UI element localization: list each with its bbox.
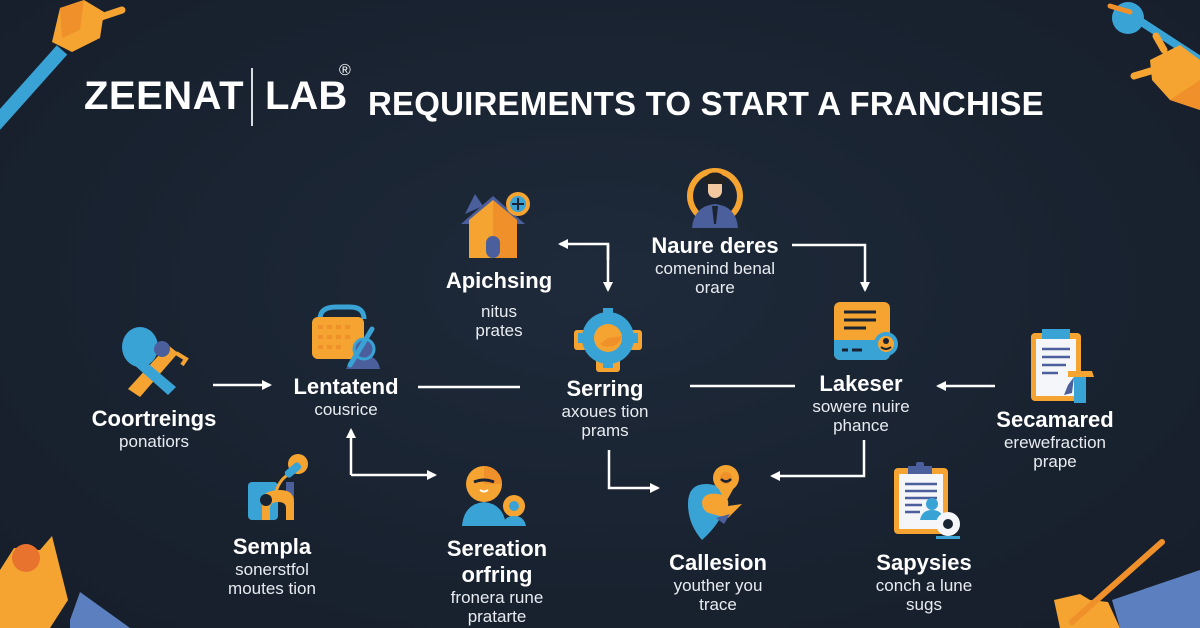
page-title: REQUIREMENTS TO START A FRANCHISE: [368, 85, 1044, 122]
node-secamared: Secamared erewefraction prape: [996, 407, 1113, 471]
clipboard-pen-icon: [1031, 329, 1094, 403]
registered-mark: ®: [339, 62, 351, 79]
node-subtitle-line: trace: [699, 595, 737, 614]
node-subtitle-line: prape: [1033, 452, 1077, 471]
node-title: Naure deres: [651, 233, 779, 258]
node-subtitle-line: moutes tion: [228, 579, 316, 598]
node-subtitle-line: fronera rune: [450, 588, 544, 607]
node-title: Callesion: [669, 550, 767, 575]
node-subtitle-line: pratarte: [467, 607, 527, 626]
node-title: Lakeser: [819, 371, 903, 396]
brand-suffix: LAB: [265, 74, 348, 118]
node-subtitle-line: sugs: [906, 595, 942, 614]
document-card-icon: [834, 302, 898, 360]
node-title: Sereation: [446, 536, 548, 561]
arrow-split-apichsing-serring: [558, 239, 610, 260]
node-sempla: Sempla sonerstfol moutes tion: [228, 534, 316, 598]
plug-bottom-right-icon: [1054, 539, 1200, 628]
brand-name: ZEENAT: [84, 74, 245, 118]
house-plus-icon: [461, 192, 530, 258]
node-subtitle-line: cousrice: [314, 400, 378, 419]
location-pin-icon: [688, 465, 742, 540]
node-subtitle-line: prates: [475, 321, 523, 340]
node-title: Lentatend: [293, 374, 399, 399]
node-title: Serring: [566, 376, 644, 401]
node-subtitle-line: comenind benal: [654, 259, 776, 278]
arrow-serring-callesion: [607, 450, 660, 493]
clipboard-user-icon: [894, 462, 960, 539]
person-headset-icon: [687, 168, 743, 228]
building-magnifier-icon: [248, 454, 308, 520]
node-subtitle-line: nitus: [481, 302, 517, 321]
node-subtitle-line: youther you: [673, 576, 763, 595]
node-subtitle-line: phance: [833, 416, 889, 435]
arrow-lakeser-callesion: [770, 440, 866, 481]
node-sapysies: Sapysies conch a lune sugs: [876, 550, 972, 614]
node-callesion: Callesion youther you trace: [669, 550, 767, 614]
node-apichsing: Apichsing nitus prates: [446, 268, 552, 340]
plug-bottom-left-icon: [0, 536, 130, 628]
node-title: Secamared: [996, 407, 1114, 432]
node-lakeser: Lakeser sowere nuire phance: [812, 371, 909, 435]
node-title-line-2: orfring: [461, 562, 533, 587]
brand-divider: [251, 68, 253, 126]
node-subtitle-line: conch a lune: [875, 576, 973, 595]
node-lentatend: Lentatend cousrice: [293, 374, 398, 419]
node-subtitle-line: prams: [581, 421, 629, 440]
arrow-naure-lakeser: [792, 243, 870, 292]
node-subtitle-line: ponatiors: [119, 432, 189, 451]
node-title: Coortreings: [91, 406, 217, 431]
node-subtitle-line: erewefraction: [1003, 433, 1107, 452]
node-sereation-orfring: Sereation orfring fronera rune pratarte: [447, 536, 547, 626]
tools-icon: [122, 327, 189, 397]
node-subtitle-line: sonerstfol: [235, 560, 309, 579]
node-title: Apichsing: [445, 268, 553, 293]
node-serring: Serring axoues tion prams: [562, 376, 649, 440]
people-icon: [462, 466, 526, 526]
node-subtitle-line: sowere nuire: [812, 397, 910, 416]
node-title: Sapysies: [876, 550, 972, 575]
node-subtitle-line: axoues tion: [561, 402, 649, 421]
plug-top-left-icon: [0, 0, 126, 130]
gear-icon: [574, 308, 642, 372]
node-coortreings: Coortreings ponatiors: [92, 406, 217, 451]
calendar-magnifier-icon: [312, 304, 380, 369]
node-naure-deres: Naure deres comenind benal orare: [651, 233, 778, 297]
plug-top-right-icon: [1107, 2, 1200, 110]
node-subtitle-line: orare: [695, 278, 735, 297]
node-title: Sempla: [232, 534, 312, 559]
